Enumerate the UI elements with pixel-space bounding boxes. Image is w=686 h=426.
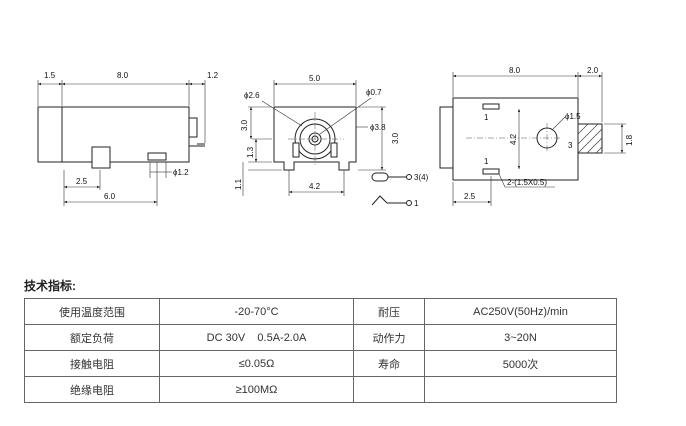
top-pin-label-3: 3	[568, 141, 573, 150]
front-dim-pin-span: 4.2	[309, 182, 321, 191]
spec-label: 绝缘电阻	[24, 376, 160, 403]
spec-label: 接触电阻	[24, 350, 160, 377]
spec-value: 3~20N	[424, 324, 617, 351]
spec-value	[424, 376, 617, 403]
spec-title: 技术指标:	[24, 279, 76, 293]
spec-value: AC250V(50Hz)/min	[424, 298, 617, 325]
side-view: 1.5 8.0 1.2 2.5 6.0 ϕ1.2	[37, 71, 219, 206]
side-dim-right: 1.2	[207, 71, 219, 80]
spec-label: 寿命	[353, 350, 425, 377]
spec-label: 耐压	[353, 298, 425, 325]
front-dim-height-left: 3.0	[240, 119, 249, 131]
top-pin-label-2: 1	[484, 157, 489, 166]
spec-table: 使用温度范围 -20-70°C 耐压 AC250V(50Hz)/min 额定负荷…	[24, 298, 617, 403]
spec-label: 动作力	[353, 324, 425, 351]
top-front-flange	[439, 106, 454, 169]
spec-value: -20-70°C	[159, 298, 354, 325]
schematic-plug	[371, 172, 389, 182]
side-dim-body: 8.0	[117, 71, 129, 80]
front-dim-base: 1.1	[234, 178, 243, 190]
top-plug-extension	[577, 123, 603, 154]
side-pin-a	[91, 146, 111, 169]
spec-value: 5000次	[424, 350, 617, 377]
side-dim-pin-dia: ϕ1.2	[173, 168, 189, 177]
schematic-pin-b: 1	[414, 199, 419, 208]
spec-row: 使用温度范围 -20-70°C 耐压 AC250V(50Hz)/min	[24, 298, 617, 325]
spec-label	[353, 376, 425, 403]
spec-value: DC 30V 0.5A-2.0A	[159, 324, 354, 351]
spec-row: 额定负荷 DC 30V 0.5A-2.0A 动作力 3~20N	[24, 324, 617, 351]
side-rear-tab	[188, 117, 198, 138]
side-dim-pin-total: 6.0	[104, 192, 116, 201]
top-dim-extension: 2.0	[587, 66, 599, 75]
front-dim-hole-outer: ϕ2.6	[244, 91, 260, 100]
front-dim-hole-inner: ϕ0.7	[366, 88, 382, 97]
top-view: 1 1 3 8.0 2.0 4.2 ϕ1.5 1.8 2.5 2-(1.5X0.…	[439, 66, 634, 206]
side-front-flange	[37, 106, 63, 163]
top-dim-slot-note: 2-(1.5X0.5)	[507, 178, 547, 187]
side-dim-pin-gap: 2.5	[76, 177, 88, 186]
front-dim-lower: 1.3	[246, 146, 255, 158]
switch-schematic: 3(4) 1	[371, 172, 429, 208]
side-dim-left: 1.5	[44, 71, 56, 80]
spec-row: 绝缘电阻 ≥100MΩ	[24, 376, 617, 403]
spec-label: 额定负荷	[24, 324, 160, 351]
top-dim-plug-height: 1.8	[625, 134, 634, 146]
spec-label: 使用温度范围	[24, 298, 160, 325]
side-body	[61, 106, 190, 163]
top-dim-bottom: 2.5	[464, 192, 476, 201]
spec-value: ≥100MΩ	[159, 376, 354, 403]
front-dim-height-right: 3.0	[391, 132, 400, 144]
front-dim-width: 5.0	[309, 74, 321, 83]
spec-value: ≤0.05Ω	[159, 350, 354, 377]
schematic-pin-a: 3(4)	[414, 173, 429, 182]
side-pin-b	[147, 152, 167, 161]
top-plug-hatch	[577, 123, 603, 154]
top-dim-hole-dia: ϕ1.5	[565, 112, 581, 121]
front-dim-pin-hole: ϕ3.8	[370, 123, 386, 132]
top-dim-pin-space: 4.2	[509, 133, 518, 145]
front-view: 5.0 ϕ2.6 ϕ0.7 ϕ3.8 3.0 1.3 1.1 3.0 4.2	[234, 74, 400, 196]
top-pin-label-1: 1	[484, 113, 489, 122]
top-dim-body: 8.0	[509, 66, 521, 75]
spec-row: 接触电阻 ≤0.05Ω 寿命 5000次	[24, 350, 617, 377]
technical-drawing: 1.5 8.0 1.2 2.5 6.0 ϕ1.2 5.0 ϕ2.6	[37, 66, 634, 208]
